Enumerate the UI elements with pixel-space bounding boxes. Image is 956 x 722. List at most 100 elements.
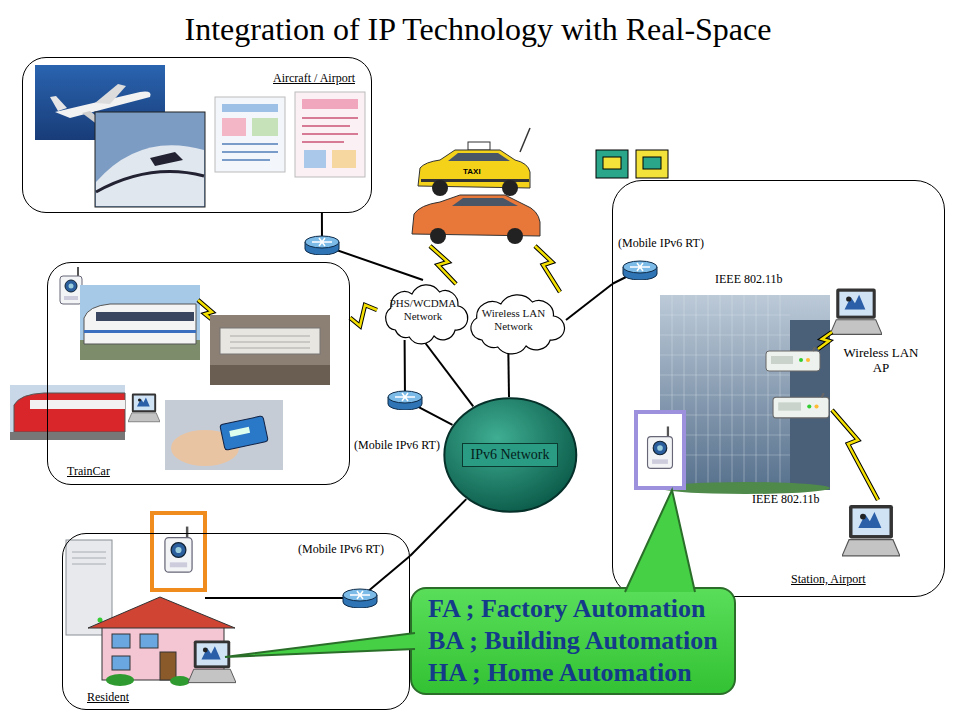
- airliner-photo: [95, 112, 205, 207]
- node-text-area: IPv6 Network: [443, 397, 578, 513]
- phone-icon: [643, 157, 661, 169]
- camera-frame: [636, 412, 684, 488]
- airport-map: [222, 118, 246, 136]
- node-text-area: PHS/WCDMA Network: [377, 280, 469, 340]
- red-train-photo: [10, 432, 125, 440]
- sedan-car: [412, 195, 540, 236]
- network-camera: [648, 426, 673, 468]
- sedan-car: [412, 195, 540, 244]
- airliner-photo: [96, 172, 204, 192]
- house-picture: [140, 634, 158, 648]
- airport-map: [295, 92, 365, 177]
- network-link: [405, 340, 453, 425]
- wireless-bolt: [832, 410, 878, 500]
- airport-map: [215, 97, 285, 172]
- wireless-bolt: [818, 332, 832, 349]
- free-label: (Mobile IPv6 RT): [618, 236, 704, 250]
- router-icon: [305, 236, 339, 255]
- airport-map: [222, 144, 278, 160]
- cloud-outline: [471, 295, 565, 354]
- wireless-bolt: [535, 246, 560, 292]
- network-cloud: PHS/WCDMA Network: [377, 280, 469, 340]
- wireless-link: [350, 305, 377, 326]
- network-link: [423, 340, 473, 406]
- callout-tail: [412, 589, 413, 590]
- free-label: TAXI: [463, 167, 481, 177]
- region-box: TrainCar: [47, 262, 350, 485]
- laptop-icon: [128, 394, 160, 422]
- network-circle: IPv6 Network: [443, 397, 578, 513]
- taxi-car: [502, 180, 518, 196]
- callout-tail: [625, 490, 695, 592]
- red-train-photo: [10, 385, 125, 440]
- house-picture: [112, 634, 130, 648]
- house-picture: [170, 676, 190, 686]
- airport-map: [304, 150, 326, 168]
- house-picture: [112, 656, 130, 670]
- network-cloud: Wireless LAN Network: [461, 290, 566, 350]
- hand-card-photo: [165, 400, 283, 470]
- laptop-icon: [188, 640, 236, 682]
- jet-photo: [95, 84, 126, 104]
- airport-map: [222, 104, 278, 112]
- cabin-photo: [230, 336, 310, 348]
- router-icon: [388, 391, 422, 410]
- building-photo: [672, 295, 780, 490]
- region-box: Resident: [62, 533, 410, 710]
- taxi-car: [468, 142, 490, 150]
- red-train-photo: [30, 400, 125, 409]
- region-label: Resident: [87, 690, 129, 704]
- free-label: IEEE 802.11b: [715, 272, 783, 286]
- airport-map: [215, 97, 285, 172]
- train-photo: [84, 304, 196, 344]
- network-label: IPv6 Network: [462, 443, 559, 467]
- wireless-link: [350, 305, 377, 326]
- cabin-photo: [210, 365, 330, 385]
- cabin-photo: [210, 315, 330, 385]
- access-point: [773, 393, 829, 418]
- hand-card-photo: [229, 427, 250, 437]
- taxi-car: [448, 153, 510, 161]
- callout-tail: [225, 633, 415, 657]
- house-picture: [106, 674, 134, 686]
- callout-text: FA ; Factory Automation: [428, 593, 718, 625]
- phone-icon: [596, 150, 668, 178]
- phone-icon: [636, 150, 668, 178]
- network-link: [508, 350, 510, 397]
- diagram-title: Integration of IP Technology with Real-S…: [0, 10, 956, 48]
- callout-tail: [625, 490, 695, 592]
- wireless-bolt: [535, 246, 560, 292]
- cloud-label: PHS/WCDMA Network: [387, 297, 459, 322]
- taxi-car: [432, 180, 448, 196]
- network-link: [405, 340, 453, 425]
- taxi-car: [520, 128, 530, 152]
- network-link: [566, 284, 612, 320]
- red-train-photo: [10, 385, 125, 440]
- region-box: Aircraft / Airport: [22, 57, 372, 213]
- hand-card-photo: [165, 400, 283, 470]
- callout-box: FA ; Factory AutomationBA ; Building Aut…: [410, 587, 736, 695]
- house-picture: [88, 597, 235, 686]
- region-label: Aircraft / Airport: [273, 71, 355, 85]
- phone-icon: [596, 150, 628, 178]
- network-link: [423, 340, 473, 406]
- network-link: [410, 499, 466, 556]
- train-photo: [80, 285, 200, 360]
- sedan-car: [452, 198, 518, 206]
- network-link: [410, 499, 466, 556]
- callout-text: HA ; Home Automation: [428, 657, 718, 689]
- house-picture: [88, 597, 235, 628]
- region-label: TrainCar: [67, 464, 110, 478]
- house-picture: [160, 652, 176, 680]
- circle-outline: [444, 398, 576, 512]
- free-label: (Mobile IPv6 RT): [354, 438, 440, 452]
- router-icon: [623, 261, 657, 280]
- taxi-car: [418, 128, 530, 196]
- jet-photo: [50, 96, 67, 111]
- wireless-bolt: [832, 410, 878, 500]
- wireless-bolt: [430, 246, 456, 284]
- wireless-bolt: [430, 246, 560, 292]
- network-link: [507, 350, 510, 397]
